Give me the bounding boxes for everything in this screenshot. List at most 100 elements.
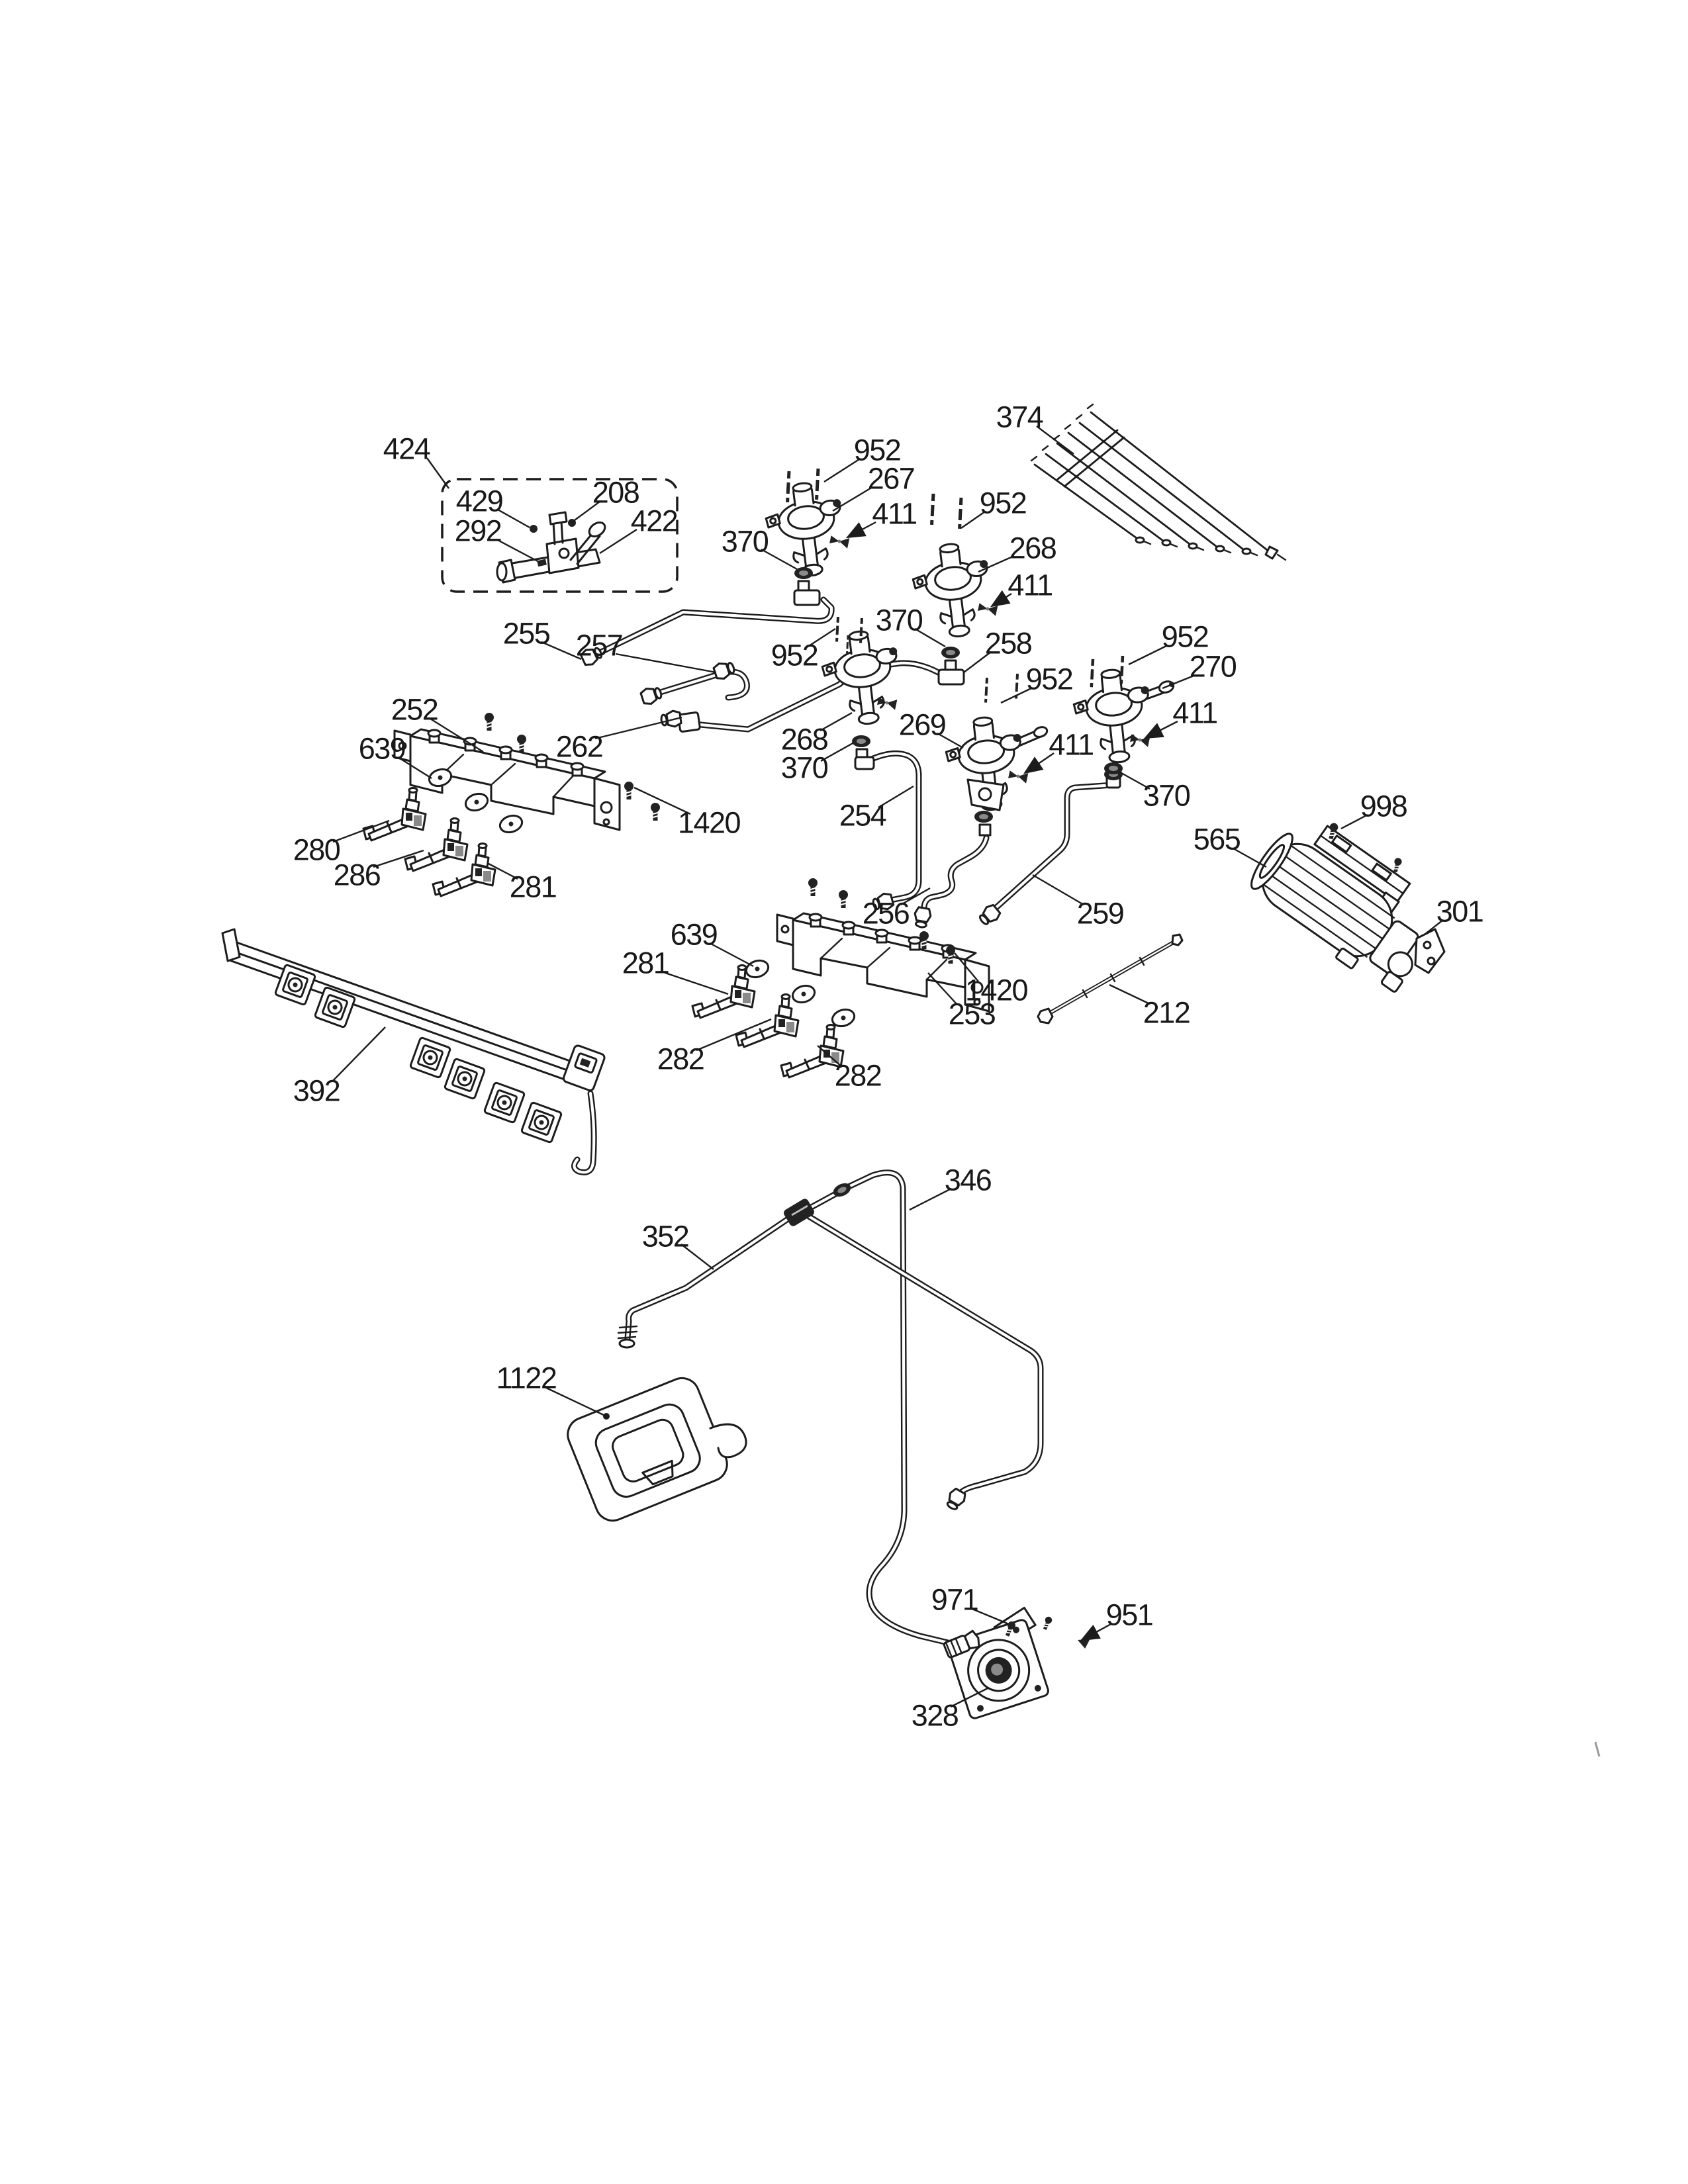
leader-424-0 — [426, 457, 449, 489]
part-label-212-42: 212 — [1143, 995, 1191, 1030]
part-label-254-29: 254 — [839, 798, 887, 833]
leader-254-29 — [878, 785, 914, 809]
part-label-259-37: 259 — [1076, 896, 1125, 931]
leader-370-13 — [914, 627, 946, 648]
leader-267-6 — [832, 486, 873, 512]
leader-252-20 — [430, 717, 484, 753]
screw-1420 — [838, 889, 849, 909]
clip-411 — [1008, 769, 1029, 784]
part-label-392-44: 392 — [293, 1073, 341, 1108]
part-label-267-6: 267 — [867, 461, 915, 496]
part-label-270-19: 270 — [1189, 649, 1237, 684]
leader-952-18 — [1128, 644, 1168, 666]
leader-374-9 — [1036, 426, 1074, 455]
part-label-262-22: 262 — [555, 729, 604, 764]
clip-411 — [829, 534, 850, 549]
gas-valve-281 — [691, 964, 756, 1019]
spark-module-dashed-box — [441, 478, 679, 593]
part-label-253-43: 253 — [948, 997, 996, 1031]
leader-429-1 — [497, 508, 530, 529]
leader-301-38 — [1424, 919, 1444, 935]
leader-281-32 — [488, 862, 518, 880]
part-label-281-32: 281 — [509, 870, 557, 904]
oven-rod — [1037, 933, 1184, 1024]
leader-269-24 — [937, 732, 964, 749]
burner-268a — [908, 539, 998, 686]
part-label-328-52: 328 — [911, 1698, 959, 1733]
leader-281-40 — [661, 970, 729, 995]
leader-411-12 — [990, 590, 1012, 608]
bracket-301 — [1414, 928, 1446, 974]
screw-1420 — [516, 734, 527, 753]
part-label-639-39: 639 — [670, 917, 718, 952]
screw-951 — [1041, 1615, 1054, 1631]
part-label-971-50: 971 — [931, 1582, 979, 1617]
burner-268b — [818, 626, 907, 770]
leader-208-3 — [571, 501, 600, 523]
leader-256-36 — [900, 887, 931, 906]
leader-257-15 — [615, 653, 717, 674]
screw-1420 — [650, 802, 661, 821]
wire-terminals — [1135, 536, 1287, 561]
part-label-1122-49: 1122 — [496, 1361, 557, 1395]
leader-971-50 — [970, 1607, 1009, 1625]
burner-269 — [941, 713, 1049, 837]
leader-422-4 — [599, 528, 637, 555]
tube-fittings — [579, 643, 1123, 1513]
burner-270 — [1069, 665, 1175, 774]
part-label-565-35: 565 — [1193, 822, 1241, 856]
leader-1420-41 — [954, 952, 979, 982]
pressure-regulator — [943, 1606, 1090, 1719]
screw-1420 — [808, 878, 818, 897]
leader-352-48 — [680, 1244, 714, 1270]
leader-268-23 — [820, 711, 853, 732]
washer-639 — [496, 811, 526, 837]
leader-639-21 — [397, 756, 432, 780]
spark-module — [496, 511, 606, 584]
manifold-bracket-253 — [776, 912, 990, 1013]
part-label-951-51: 951 — [1105, 1598, 1154, 1632]
leader-346-47 — [909, 1187, 952, 1211]
part-label-952-5: 952 — [853, 433, 902, 467]
part-label-370-26: 370 — [780, 751, 829, 785]
part-label-257-15: 257 — [575, 628, 624, 662]
washer-639 — [789, 981, 818, 1007]
leader-259-37 — [1032, 874, 1084, 906]
part-label-411-25: 411 — [1172, 696, 1218, 730]
leader-952-53 — [1000, 687, 1032, 704]
burner-267 — [761, 478, 851, 606]
tube-346-vertical — [844, 1169, 951, 1646]
leader-951-51 — [1080, 1622, 1113, 1641]
manifold-bracket-252 — [393, 728, 621, 831]
leader-392-44 — [332, 1026, 386, 1082]
leader-253-43 — [927, 972, 958, 1005]
leader-lines-layer — [332, 426, 1444, 1708]
leader-270-19 — [1162, 674, 1196, 690]
part-label-411-12: 411 — [1008, 568, 1053, 602]
part-label-1420-41: 1420 — [964, 973, 1029, 1007]
part-label-286-31: 286 — [333, 858, 381, 892]
leader-262-22 — [594, 716, 682, 740]
leader-370-8 — [761, 548, 798, 570]
part-label-424-0: 424 — [383, 432, 431, 466]
part-label-268-23: 268 — [780, 722, 829, 756]
leader-952-10 — [961, 511, 986, 529]
leader-280-30 — [332, 819, 390, 843]
leader-1420-33 — [633, 786, 691, 815]
part-label-639-21: 639 — [358, 731, 406, 766]
spark-switch-harness — [221, 928, 606, 1175]
part-label-422-4: 422 — [630, 504, 679, 538]
leader-952-16 — [808, 627, 836, 647]
washer-639 — [743, 956, 772, 981]
part-label-282-46: 282 — [834, 1058, 882, 1093]
insulation-pad — [567, 1377, 747, 1522]
part-label-256-36: 256 — [862, 896, 910, 931]
leader-411-25 — [1143, 720, 1178, 739]
stray-mark — [1594, 1741, 1601, 1757]
part-label-998-34: 998 — [1360, 789, 1408, 823]
leader-952-5 — [823, 458, 860, 483]
part-label-411-7: 411 — [872, 496, 917, 531]
fastener-951 — [1078, 1639, 1090, 1649]
